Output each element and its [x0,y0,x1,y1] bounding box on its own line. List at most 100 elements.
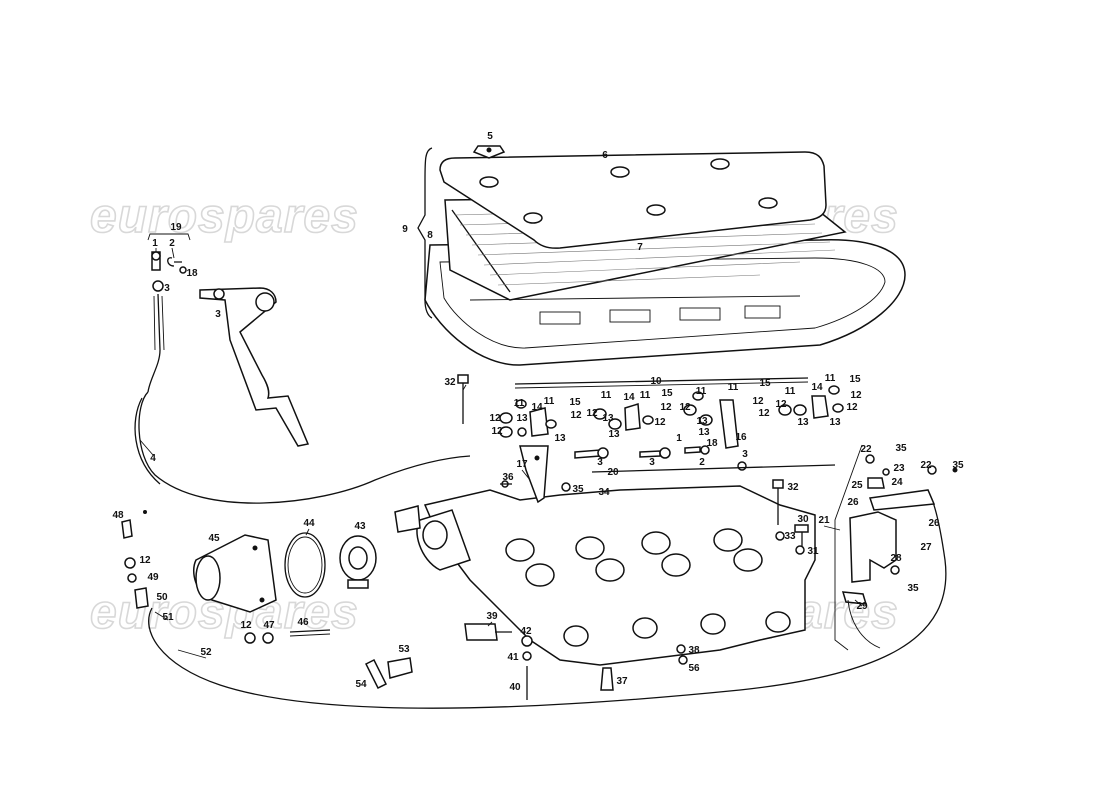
callout-13-e: 13 [696,416,708,427]
callout-25: 25 [851,480,863,491]
callout-34: 34 [598,487,610,498]
callout-12-h: 12 [752,396,764,407]
callout-15-a: 15 [569,397,581,408]
callout-2-b: 2 [169,238,175,249]
callout-21: 21 [818,515,830,526]
callout-9: 9 [402,224,408,235]
callout-18-a: 18 [706,438,718,449]
callout-12-f: 12 [654,417,666,428]
callout-27: 27 [920,542,932,553]
callout-14-a: 14 [531,402,543,413]
callout-35-b: 35 [895,443,907,454]
right-bracket-group [834,444,958,651]
callout-14-b: 14 [623,392,635,403]
leader-lines [139,247,863,659]
callout-3-b: 3 [649,457,655,468]
callout-5: 5 [487,131,493,142]
callout-15-b: 15 [661,388,673,399]
callout-3-a: 3 [597,457,603,468]
callout-44: 44 [303,518,315,529]
callout-13-c: 13 [602,413,614,424]
callout-1-a: 1 [676,433,682,444]
callout-52: 52 [200,647,212,658]
callout-7: 7 [637,242,643,253]
callout-13-a: 13 [516,413,528,424]
callout-13-f: 13 [698,427,710,438]
intake-manifold [394,445,816,666]
callout-11-b: 11 [544,396,555,407]
callout-13-d: 13 [608,429,620,440]
thermostat-assembly [121,510,377,644]
callout-50: 50 [156,592,168,603]
callout-42: 42 [520,626,532,637]
callout-38: 38 [688,645,700,656]
callout-13-h: 13 [829,417,841,428]
callout-12-i: 12 [758,408,770,419]
callout-30: 30 [797,514,809,525]
lower-fittings [364,479,809,700]
callout-11-e: 11 [696,386,707,397]
callout-3-e: 3 [215,309,221,320]
callout-11-h: 11 [825,373,836,384]
callout-15-c: 15 [759,378,771,389]
tray-slots [539,305,781,325]
callout-17: 17 [516,459,528,470]
callout-15-d: 15 [849,374,861,385]
callout-26-a: 26 [847,497,859,508]
callout-56: 56 [688,663,700,674]
callout-2-a: 2 [699,457,705,468]
runner-ports [505,528,791,647]
callout-22-a: 22 [860,444,872,455]
callout-12-m: 12 [139,555,151,566]
callout-11-g: 11 [785,386,796,397]
callout-14-c: 14 [811,382,823,393]
callout-12-a: 12 [489,413,501,424]
air-filter-assembly [417,145,906,389]
callout-12-b: 12 [570,410,582,421]
callout-35-c: 35 [952,460,964,471]
callout-10: 10 [650,376,662,387]
callout-31: 31 [807,546,819,557]
callout-45: 45 [208,533,220,544]
callout-40: 40 [509,682,521,693]
callout-48: 48 [112,510,124,521]
callout-1-b: 1 [152,238,158,249]
callout-32-mid: 32 [787,482,799,493]
callout-49: 49 [147,572,159,583]
callout-41: 41 [507,652,519,663]
callout-46: 46 [297,617,309,628]
callout-43: 43 [354,521,366,532]
callout-3-c: 3 [742,449,748,460]
callout-33: 33 [784,531,796,542]
linkage-parts [457,374,844,473]
callout-53: 53 [398,644,410,655]
watermark-top-left: eurospares [90,190,359,243]
callout-13-b: 13 [554,433,566,444]
callout-6: 6 [602,150,608,161]
pedal-and-cable [134,233,947,709]
callout-26-b: 26 [928,518,940,529]
callout-47: 47 [263,620,275,631]
callout-12-n: 12 [240,620,252,631]
callout-8: 8 [427,230,433,241]
callout-11-a: 11 [514,398,525,409]
lid-holes [479,158,778,224]
callout-51: 51 [162,612,174,623]
callout-39: 39 [486,611,498,622]
callout-12-k: 12 [846,402,858,413]
callout-12-l: 12 [775,399,787,410]
callout-35-a: 35 [572,484,584,495]
callout-labels: 5 6 7 8 9 10 32 11 14 11 15 12 13 12 12 … [112,131,964,693]
callout-12-g: 12 [679,402,691,413]
callout-16: 16 [735,432,747,443]
callout-4: 4 [150,453,156,464]
callout-12-c: 12 [491,426,503,437]
callout-54: 54 [355,679,367,690]
callout-12-j: 12 [850,390,862,401]
callout-35-d: 35 [907,583,919,594]
callout-29: 29 [856,601,868,612]
callout-18-b: 18 [186,268,198,279]
callout-23: 23 [893,463,905,474]
callout-12-e: 12 [660,402,672,413]
